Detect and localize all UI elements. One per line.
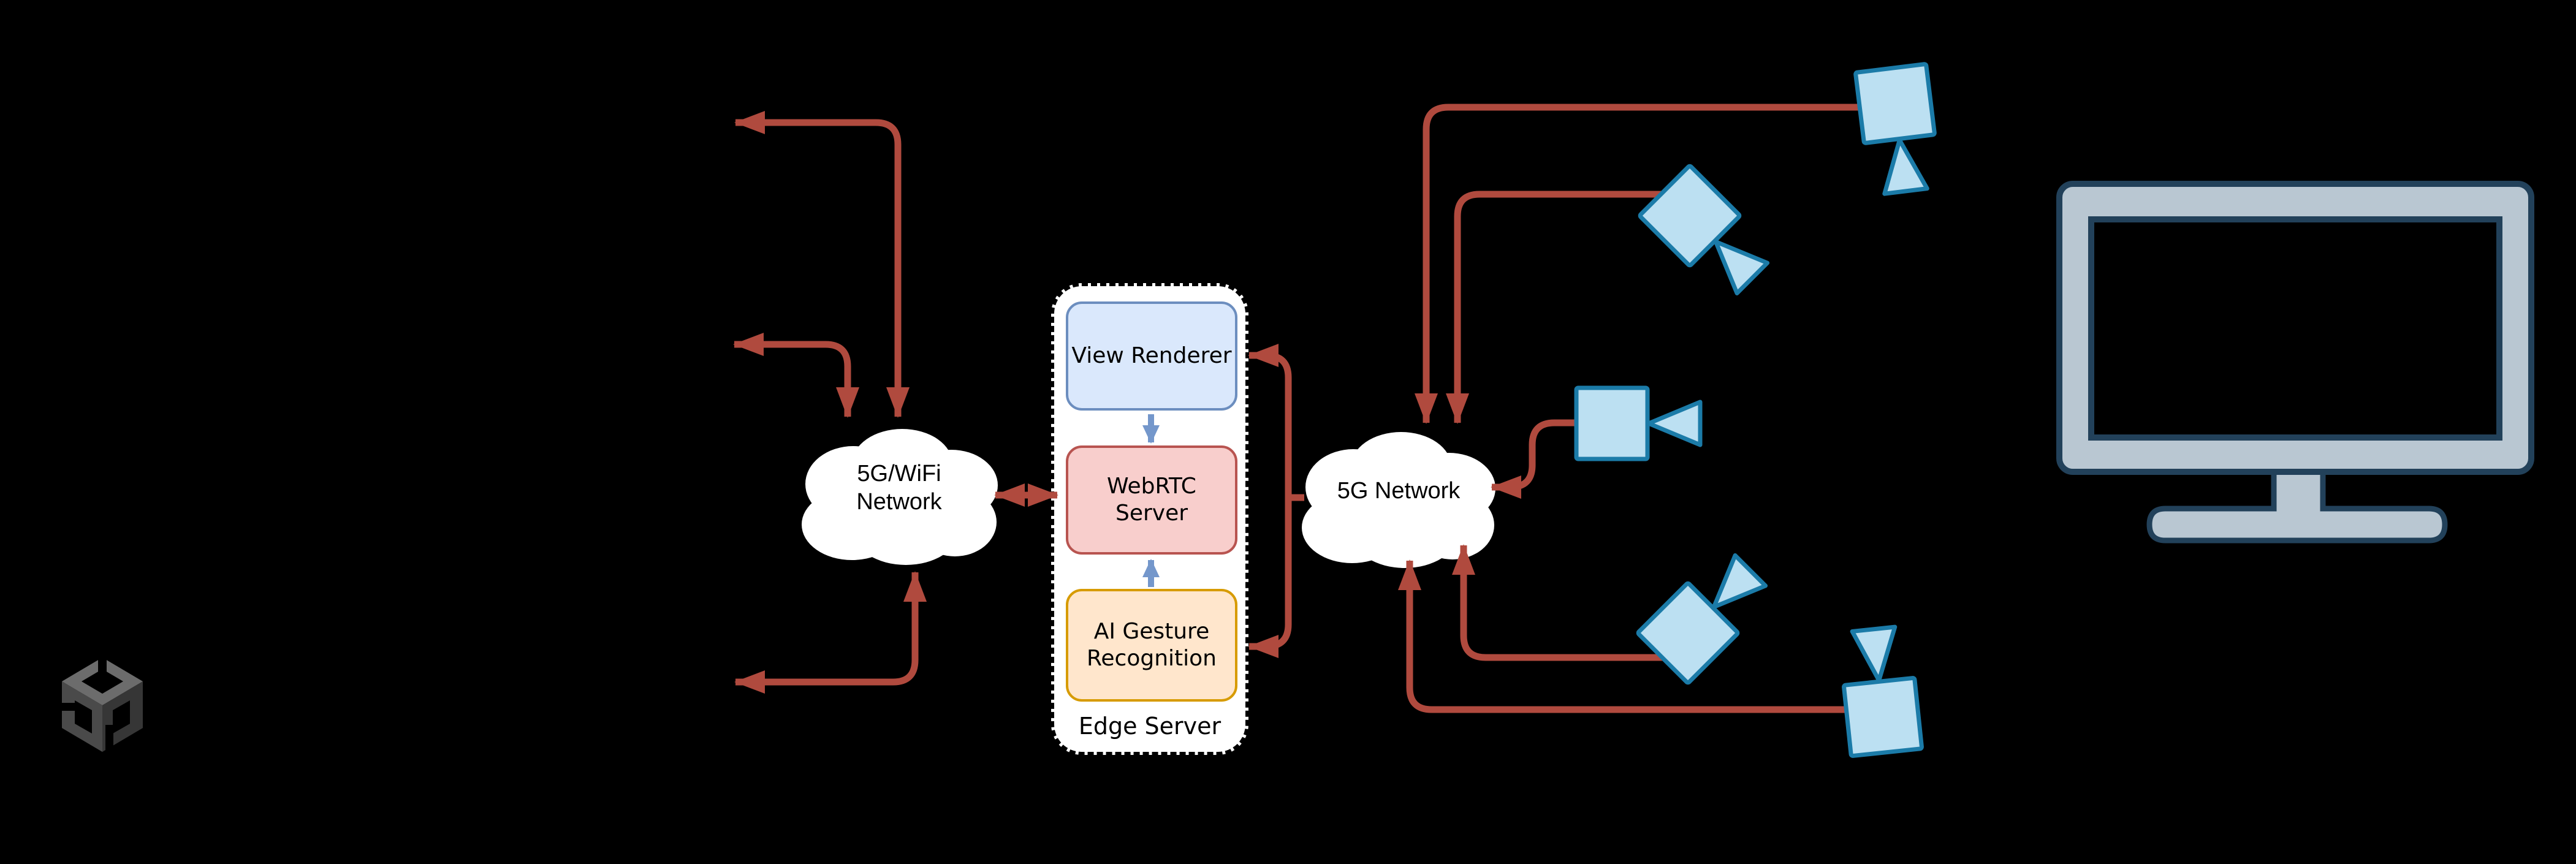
ai-gesture-label: AI Gesture Recognition [1087, 619, 1217, 671]
view-renderer-label: View Renderer [1071, 343, 1232, 368]
arrow-user1-to-wifi-cloud [734, 111, 910, 418]
camera-middle-icon [1576, 388, 1700, 459]
arrow-camera-lower-diamond-to-5g-cloud [1452, 544, 1666, 661]
webrtc-server-box: WebRTC Server [1066, 445, 1237, 555]
arrow-5g-cloud-to-ai-gesture [1248, 494, 1304, 658]
arrow-5g-cloud-to-view-renderer [1248, 344, 1304, 501]
camera-top-icon [1855, 64, 1941, 195]
arrow-camera-top-to-5g-cloud [1415, 104, 1863, 424]
cloud-5g-label: 5G Network [1337, 478, 1461, 504]
arrow-camera-middle-to-5g-cloud [1491, 419, 1579, 499]
camera-bottom-icon [1838, 626, 1921, 756]
camera-lower-diamond-icon [1638, 545, 1776, 683]
camera-upper-diamond-icon [1639, 165, 1777, 303]
unity-logo-icon [59, 655, 143, 753]
arrow-camera-upper-diamond-to-5g-cloud [1446, 191, 1665, 424]
ai-gesture-recognition-box: AI Gesture Recognition [1066, 589, 1237, 702]
edge-server-title: Edge Server [1078, 713, 1222, 740]
arrow-user2-to-wifi-cloud [733, 333, 859, 418]
view-renderer-box: View Renderer [1066, 301, 1237, 411]
tv-monitor-icon [2056, 181, 2534, 544]
arrow-camera-bottom-to-5g-cloud [1398, 559, 1850, 713]
cloud-5g-wifi-label: 5G/WiFi Network [856, 461, 942, 515]
webrtc-server-label: WebRTC Server [1107, 474, 1196, 526]
arrow-user3-to-wifi-cloud [734, 571, 927, 694]
